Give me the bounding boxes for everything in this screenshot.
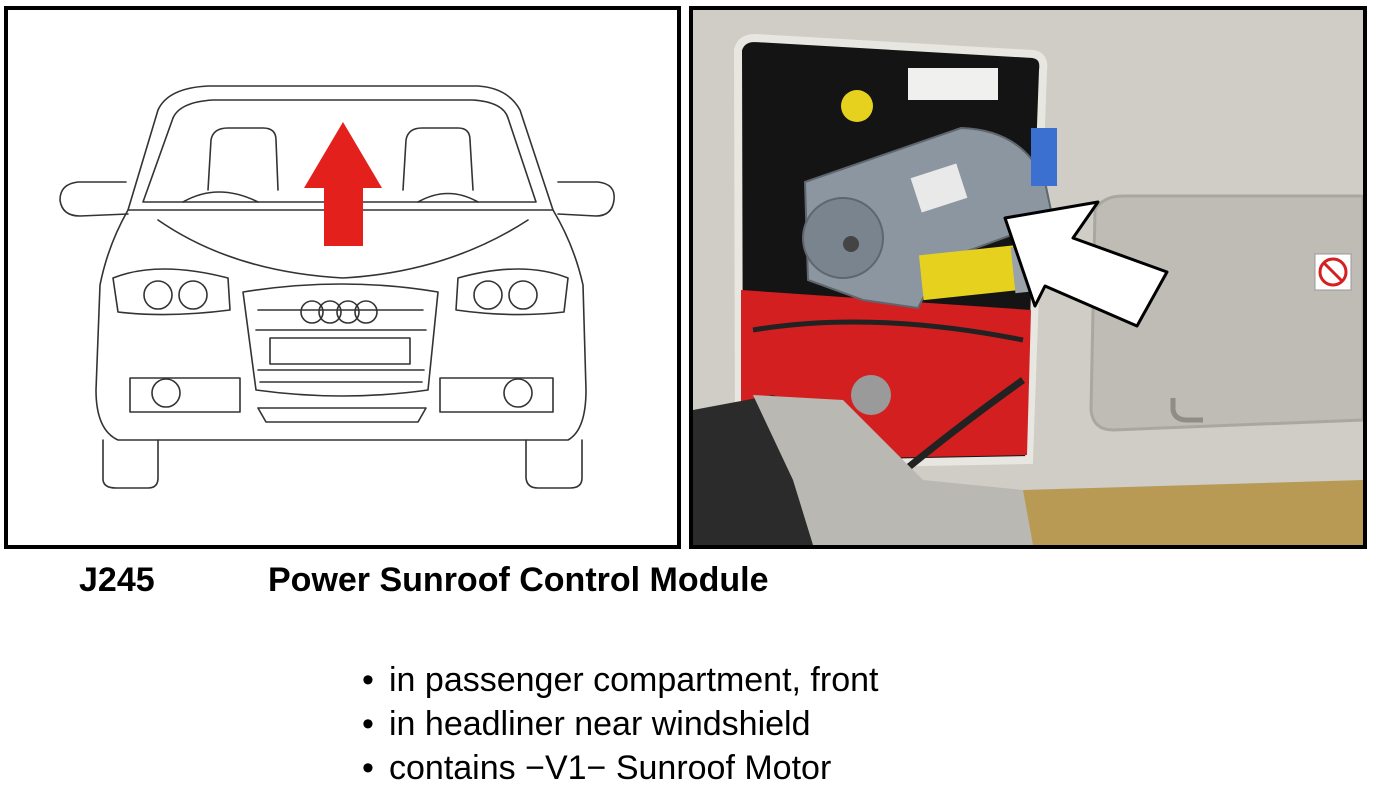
module-code: J245 xyxy=(79,561,155,599)
up-arrow-icon xyxy=(304,122,382,246)
bullet-dot: • xyxy=(362,705,374,743)
headliner-photo xyxy=(693,10,1363,545)
bullet-dot: • xyxy=(362,749,374,787)
location-list: •in passenger compartment, front •in hea… xyxy=(362,658,878,790)
car-line-drawing xyxy=(59,85,615,489)
list-item: •in passenger compartment, front xyxy=(362,658,878,702)
list-item: •contains −V1− Sunroof Motor xyxy=(362,746,878,790)
module-location-photo xyxy=(689,6,1367,549)
module-title: Power Sunroof Control Module xyxy=(268,561,769,599)
pointer-arrow-icon xyxy=(1003,200,1169,328)
bullet-dot: • xyxy=(362,661,374,699)
car-front-diagram xyxy=(4,6,681,549)
list-item: •in headliner near windshield xyxy=(362,702,878,746)
